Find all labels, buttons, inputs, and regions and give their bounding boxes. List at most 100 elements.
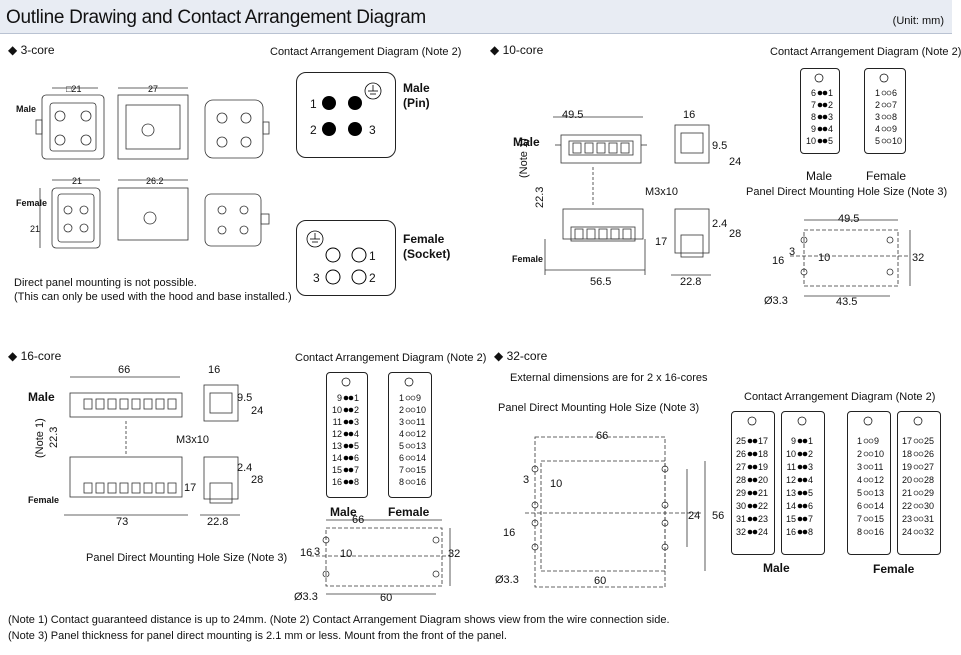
male-10-contact-dot <box>822 102 828 108</box>
female-10-contact-dot <box>886 138 892 144</box>
female-32b-contact-dot <box>913 451 919 457</box>
hole-3-16: 3 <box>314 546 321 558</box>
dim-27: 27 <box>148 84 159 94</box>
male-16-contact-dot <box>343 407 349 413</box>
female-16-contact-dot <box>410 479 416 485</box>
female-10-left-num: 3 <box>874 112 880 122</box>
male-32a-left-num: 27 <box>735 462 746 472</box>
socket-1-label: 1 <box>369 249 376 263</box>
female-32b-left-num: 19 <box>901 462 912 472</box>
male-10-right-num: 4 <box>828 124 834 134</box>
contact-male-sub: (Pin) <box>403 96 430 110</box>
male-32a-contact-dot <box>752 438 758 444</box>
male-32a-right-num: 19 <box>758 462 769 472</box>
female-32a-right-num: 11 <box>874 462 884 472</box>
dim-24-10: 24 <box>729 156 742 168</box>
hole-h-16: 32 <box>448 548 461 560</box>
female-32b-left-num: 23 <box>901 514 912 524</box>
male-label-16-core: Male <box>28 390 55 404</box>
male-10-right-num: 5 <box>828 136 834 146</box>
male-32a-right-num: 21 <box>758 488 769 498</box>
contact-female-sub: (Socket) <box>403 247 451 261</box>
contact-female-label-32: Female <box>873 562 915 576</box>
female-16-contact-dot <box>405 407 411 413</box>
female-32a-contact-dot <box>863 464 869 470</box>
male-16-right-num: 5 <box>354 441 360 451</box>
hole-heading-32-core: Panel Direct Mounting Hole Size (Note 3) <box>498 402 700 414</box>
female-32a-left-num: 4 <box>856 475 862 485</box>
hole-dia-16: Ø3.3 <box>294 591 318 603</box>
male-16-contact-dot <box>343 455 349 461</box>
female-16-contact-dot <box>410 443 416 449</box>
male-32b-left-num: 9 <box>790 436 796 446</box>
female-16-right-num: 13 <box>416 441 427 451</box>
male-32a-contact-dot <box>752 477 758 483</box>
female-16-left-num: 6 <box>398 453 404 463</box>
dim-49-5-10: 49.5 <box>562 109 584 121</box>
male-32b-contact-dot <box>802 490 808 496</box>
male-32a-right-num: 24 <box>758 527 769 537</box>
male-10-contact-dot <box>822 138 828 144</box>
female-16-right-num: 9 <box>416 393 422 403</box>
male-32b-right-num: 3 <box>808 462 814 472</box>
female-10-contact-dot <box>886 114 892 120</box>
male-16-contact-dot <box>343 431 349 437</box>
female-32b-right-num: 28 <box>924 475 935 485</box>
female-10-contact-dot <box>881 126 887 132</box>
hole-drawing-10-core <box>790 219 911 297</box>
contact-pins-32-core <box>747 416 924 535</box>
female-10-contact-dot <box>886 90 892 96</box>
male-32b-left-num: 14 <box>785 501 796 511</box>
note1-label-10: (Note 1) <box>518 138 530 178</box>
female-32b-contact-dot <box>918 438 924 444</box>
female-32a-left-num: 6 <box>856 501 862 511</box>
male-16-left-num: 11 <box>332 417 342 427</box>
male-32a-left-num: 31 <box>735 514 746 524</box>
male-32a-contact-dot <box>752 529 758 535</box>
female-10-left-num: 4 <box>874 124 880 134</box>
female-16-contact-dot <box>405 443 411 449</box>
hole-56-32: 56 <box>712 510 725 522</box>
female-10-contact-dot <box>881 114 887 120</box>
hole-w-10: 49.5 <box>838 213 860 225</box>
male-32a-contact-dot <box>752 503 758 509</box>
female-16-contact-dot <box>405 419 411 425</box>
female-32a-left-num: 3 <box>856 462 862 472</box>
hole-pitch-32: 60 <box>594 575 607 587</box>
male-10-left-num: 9 <box>810 124 816 134</box>
male-32b-right-num: 5 <box>808 488 814 498</box>
female-16-left-num: 5 <box>398 441 404 451</box>
female-10-right-num: 10 <box>892 136 903 146</box>
male-32b-right-num: 7 <box>808 514 814 524</box>
ext-note-32-core: External dimensions are for 2 x 16-cores <box>510 372 708 384</box>
male-32a-left-num: 32 <box>735 527 746 537</box>
female-10-right-num: 8 <box>892 112 898 122</box>
female-32b-left-num: 18 <box>901 449 912 459</box>
female-16-contact-dot <box>405 431 411 437</box>
hole-dia-10: Ø3.3 <box>764 295 788 307</box>
female-16-left-num: 1 <box>398 393 404 403</box>
male-16-right-num: 8 <box>354 477 360 487</box>
female-10-contact-dot <box>886 126 892 132</box>
male-32a-contact-dot <box>752 516 758 522</box>
socket-3-label: 3 <box>313 271 320 285</box>
female-32a-left-num: 1 <box>856 436 862 446</box>
female-32a-contact-dot <box>868 464 874 470</box>
hole-16-10: 16 <box>772 255 785 267</box>
hole-10-32: 10 <box>550 478 563 490</box>
male-32a-contact-dot <box>747 451 753 457</box>
male-16-right-num: 7 <box>354 465 360 475</box>
male-32a-right-num: 18 <box>758 449 769 459</box>
note-3-core-line2: (This can only be used with the hood and… <box>14 291 292 303</box>
male-32a-contact-dot <box>747 516 753 522</box>
pin-2-label: 2 <box>310 123 317 137</box>
female-16-contact-dot <box>405 479 411 485</box>
female-16-right-num: 15 <box>416 465 427 475</box>
hole-drawing-32-core <box>525 436 706 588</box>
hole-pitch-10: 43.5 <box>836 296 858 308</box>
contact-male-label-32: Male <box>763 561 790 575</box>
male-16-contact-dot <box>343 443 349 449</box>
female-10-left-num: 1 <box>874 88 880 98</box>
dim-56-5: 56.5 <box>590 276 612 288</box>
female-16-right-num: 14 <box>416 453 427 463</box>
